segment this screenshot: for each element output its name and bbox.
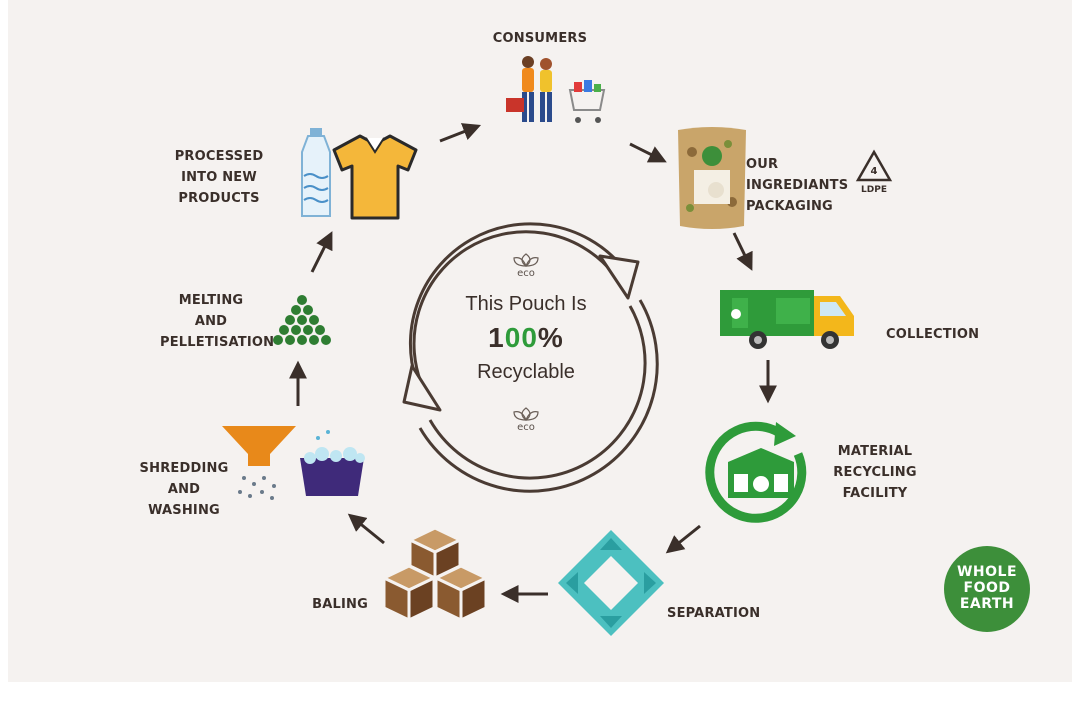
arrow-mrf-to-separation bbox=[665, 524, 701, 554]
washing-tub-icon bbox=[300, 430, 365, 496]
eco-leaf-icons bbox=[513, 253, 539, 421]
whole-food-earth-logo: WHOLE FOOD EARTH bbox=[944, 546, 1030, 632]
arrow-packaging-to-collection bbox=[732, 232, 753, 271]
arrow-consumers-to-packaging bbox=[629, 142, 667, 163]
center-text: This Pouch Is 100% Recyclable bbox=[436, 290, 616, 386]
ldpe-recycle-code-icon: 4 LDPE bbox=[855, 149, 893, 195]
arrow-baling-to-shredding bbox=[347, 513, 385, 545]
arrow-processed-to-consumers bbox=[439, 123, 482, 143]
center-line2: 100% bbox=[488, 322, 564, 353]
baled-boxes-icon bbox=[380, 526, 490, 623]
label-collection: COLLECTION bbox=[886, 327, 980, 342]
label-baling: BALING bbox=[312, 597, 368, 612]
separation-arrows-icon bbox=[558, 530, 664, 636]
center-line3: Recyclable bbox=[477, 361, 575, 383]
consumers-shopping-icon bbox=[506, 56, 606, 123]
eco-bottom-text: eco bbox=[517, 422, 535, 433]
recycle-code-label: LDPE bbox=[861, 185, 887, 195]
tshirt-icon bbox=[332, 134, 418, 220]
center-line1: This Pouch Is bbox=[465, 293, 587, 315]
recycle-code-number: 4 bbox=[871, 166, 878, 177]
pouch-package-icon bbox=[678, 127, 746, 229]
plastic-bottle-icon bbox=[301, 128, 331, 217]
pellets-pyramid-icon bbox=[273, 295, 331, 345]
eco-top-text: eco bbox=[517, 268, 535, 279]
label-separation: SEPARATION bbox=[667, 606, 761, 621]
arrow-melting-to-processed bbox=[310, 231, 333, 273]
recycling-facility-icon bbox=[705, 421, 807, 523]
garbage-truck-icon bbox=[720, 290, 854, 349]
label-consumers: CONSUMERS bbox=[492, 31, 588, 46]
shredder-hopper-icon bbox=[222, 426, 296, 500]
